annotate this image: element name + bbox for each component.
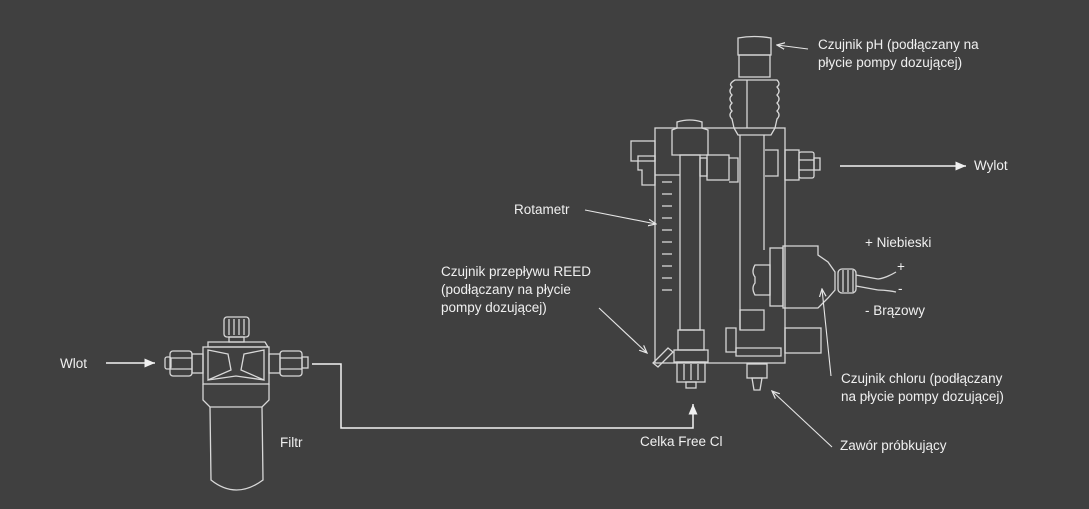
rotameter-scale bbox=[662, 181, 672, 291]
sample-valve-leader bbox=[772, 391, 833, 448]
inlet-label: Wlot bbox=[60, 356, 87, 371]
connection-pipe bbox=[312, 363, 698, 429]
ph-sensor-label-line2: płycie pompy dozującej) bbox=[818, 55, 963, 70]
rotameter-leader bbox=[584, 209, 656, 224]
reed-sensor-label-line2: (podłączany na płycie bbox=[441, 282, 571, 297]
reed-sensor-label: Czujnik przepływu REED (podłączany na pł… bbox=[441, 263, 591, 317]
flow-cell-assembly bbox=[630, 35, 897, 391]
outlet-label: Wylot bbox=[974, 158, 1008, 173]
chlorine-sensor-label-line2: na płycie pompy dozującej) bbox=[841, 389, 1004, 404]
ph-sensor-label: Czujnik pH (podłączany na płycie pompy d… bbox=[818, 36, 979, 72]
reed-sensor-label-line1: Czujnik przepływu REED bbox=[441, 264, 592, 279]
chlorine-sensor-label-line1: Czujnik chloru (podłączany bbox=[841, 371, 1003, 386]
reed-sensor-label-line3: pompy dozującej) bbox=[441, 300, 547, 315]
filter-label: Filtr bbox=[280, 435, 303, 450]
brown-wire-label: - Brązowy bbox=[865, 303, 926, 318]
reed-sensor-leader bbox=[598, 307, 647, 353]
blue-wire-label: + Niebieski bbox=[865, 235, 932, 250]
chlorine-sensor-leader bbox=[822, 289, 832, 377]
rotameter-label: Rotametr bbox=[514, 202, 570, 217]
chlorine-sensor-label: Czujnik chloru (podłączany na płycie pom… bbox=[841, 370, 1004, 406]
plus-terminal-label: + bbox=[897, 259, 905, 274]
sample-valve-label: Zawór próbkujący bbox=[840, 438, 947, 453]
ph-sensor-label-line1: Czujnik pH (podłączany na bbox=[818, 37, 979, 52]
ph-sensor-leader bbox=[777, 45, 809, 49]
minus-terminal-label: - bbox=[898, 281, 903, 296]
free-cl-cell-label: Celka Free Cl bbox=[640, 434, 723, 449]
filter-unit bbox=[164, 316, 309, 491]
